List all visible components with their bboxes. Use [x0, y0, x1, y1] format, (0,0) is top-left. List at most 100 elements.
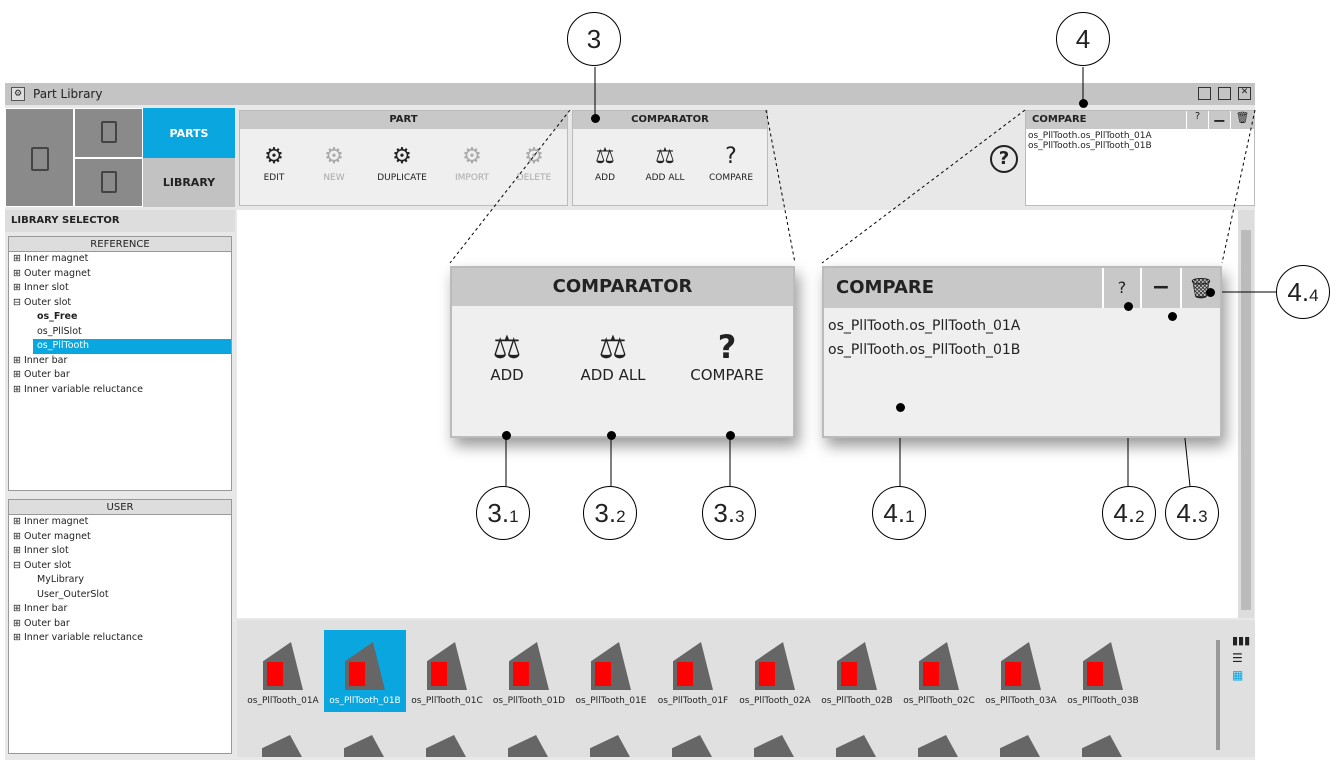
grid-view-icon[interactable]: ▦ [1232, 668, 1244, 682]
part-thumbnail[interactable]: os_PllTooth_01F [652, 630, 734, 712]
reference-tree[interactable]: REFERENCE ⊞ Inner magnet ⊞ Outer magnet … [8, 236, 232, 491]
compare-list[interactable]: os_PllTooth.os_PllTooth_01A os_PllTooth.… [1026, 129, 1254, 153]
compare-zoom-title: COMPARE [824, 268, 1220, 308]
tree-item-selected[interactable]: os_PllTooth [33, 339, 231, 354]
trash-icon[interactable]: 🗑 [1180, 268, 1220, 308]
tree-item[interactable]: ⊞ Inner bar [13, 603, 68, 614]
tree-item[interactable]: ⊞ Inner variable reluctance [13, 632, 144, 643]
tab-library[interactable]: LIBRARY [143, 158, 235, 207]
import-icon: ⚙ [462, 144, 482, 169]
user-tree[interactable]: USER ⊞ Inner magnet ⊞ Outer magnet ⊞ Inn… [8, 499, 232, 754]
add-button[interactable]: ⚖ADD [575, 141, 635, 183]
new-button[interactable]: ⚙NEW [304, 141, 364, 183]
callout-dot [1079, 99, 1088, 108]
add-zoom-button[interactable]: ⚖ADD [472, 328, 542, 384]
comparator-title: COMPARATOR [573, 111, 767, 129]
edit-button[interactable]: ⚙EDIT [244, 141, 304, 183]
tree-item[interactable]: ⊞ Outer magnet [13, 530, 91, 542]
duplicate-button[interactable]: ⚙DUPLICATE [372, 141, 432, 183]
callout-3: 3 [567, 12, 621, 66]
import-library-button[interactable] [74, 158, 143, 207]
tree-item[interactable]: ⊞ Inner variable reluctance [13, 383, 144, 395]
compare-selected-icon[interactable]: ? [1102, 268, 1140, 308]
maximize-button[interactable] [1218, 87, 1231, 100]
part-thumbnail[interactable]: os_PllTooth_01C [406, 630, 488, 712]
part-thumbnail[interactable]: os_PllTooth_02B [816, 630, 898, 712]
comparator-zoom-title: COMPARATOR [452, 268, 793, 306]
compare-item[interactable]: os_PllTooth.os_PllTooth_01B [828, 342, 1021, 358]
callout-4-3: 4.3 [1165, 486, 1219, 540]
compare-item[interactable]: os_PllTooth.os_PllTooth_01B [1028, 141, 1152, 151]
part-thumbnail[interactable]: os_PllTooth_01B [324, 630, 406, 712]
compare-button[interactable]: ?COMPARE [701, 141, 761, 183]
compare-zoom: COMPARE ? − 🗑 os_PllTooth.os_PllTooth_01… [822, 266, 1222, 438]
title-bar: ⚙ Part Library ✕ [5, 83, 1255, 105]
thumbnail-label: os_PllTooth_03B [1067, 696, 1139, 706]
tree-item[interactable]: ⊞ Inner magnet [13, 253, 89, 264]
main-scrollbar[interactable] [1238, 210, 1254, 618]
add-icon: ⚖ [492, 328, 522, 366]
callout-dot [726, 431, 735, 440]
close-button[interactable]: ✕ [1238, 87, 1251, 100]
tree-item[interactable]: os_PllSlot [37, 325, 82, 337]
remove-button[interactable]: − [1208, 111, 1230, 130]
compare-icon: ? [725, 144, 737, 169]
part-thumbnail[interactable]: os_PllTooth_03A [980, 630, 1062, 712]
comparator-group: COMPARATOR ⚖ADD ⚖ADD ALL ?COMPARE [572, 110, 768, 206]
part-thumbnail[interactable]: os_PllTooth_01E [570, 630, 652, 712]
minus-icon[interactable]: − [1140, 268, 1180, 308]
gallery-scrollbar[interactable] [1216, 640, 1220, 750]
add-all-icon: ⚖ [598, 328, 628, 366]
compare-icon: ? [717, 328, 737, 366]
help-icon[interactable]: ? [990, 145, 1018, 173]
compare-item[interactable]: os_PllTooth.os_PllTooth_01A [828, 318, 1021, 334]
minimize-button[interactable] [1198, 87, 1211, 100]
new-library-button[interactable] [74, 108, 143, 158]
compare-zoom-button[interactable]: ?COMPARE [682, 328, 772, 384]
thumbnail-label: os_PllTooth_01C [411, 696, 483, 706]
list-view-icon[interactable]: ☰ [1232, 651, 1243, 665]
import-button[interactable]: ⚙IMPORT [442, 141, 502, 183]
tab-parts[interactable]: PARTS [143, 108, 235, 158]
callout-dot [896, 403, 905, 412]
tree-item[interactable]: ⊞ Inner slot [13, 282, 69, 293]
thumbnail-label: os_PllTooth_01F [657, 696, 729, 706]
tree-item[interactable]: ⊟ Outer slot [13, 296, 72, 308]
trash-icon[interactable]: 🗑 [1230, 111, 1254, 129]
reference-title: REFERENCE [9, 237, 231, 252]
thumbnail-label: os_PllTooth_01B [329, 696, 401, 706]
tree-item[interactable]: os_Free [37, 311, 78, 322]
tree-item[interactable]: ⊞ Inner magnet [13, 516, 89, 527]
callout-dot [1168, 312, 1177, 321]
callout-4-1: 4.1 [872, 486, 926, 540]
tree-item[interactable]: MyLibrary [37, 574, 85, 585]
compare-item[interactable]: os_PllTooth.os_PllTooth_01A [1028, 131, 1152, 141]
tree-item[interactable]: User_OuterSlot [37, 588, 109, 600]
filmstrip-view-icon[interactable]: ▮▮▮ [1232, 634, 1251, 647]
library-selector-title: LIBRARY SELECTOR [5, 210, 235, 232]
tree-item[interactable]: ⊟ Outer slot [13, 559, 72, 571]
duplicate-icon: ⚙ [392, 144, 412, 169]
part-thumbnail[interactable]: os_PllTooth_02C [898, 630, 980, 712]
tree-item[interactable]: ⊞ Outer bar [13, 369, 70, 380]
part-thumbnail[interactable]: os_PllTooth_03B [1062, 630, 1144, 712]
add-all-zoom-button[interactable]: ⚖ADD ALL [570, 328, 656, 384]
part-thumbnail[interactable]: os_PllTooth_02A [734, 630, 816, 712]
tree-item[interactable]: ⊞ Inner bar [13, 354, 68, 366]
user-title: USER [9, 500, 231, 515]
compare-selected-button[interactable]: ? [1186, 111, 1208, 129]
tree-item[interactable]: ⊞ Inner slot [13, 545, 69, 556]
part-thumbnail[interactable]: os_PllTooth_01D [488, 630, 570, 712]
tree-item[interactable]: ⊞ Outer magnet [13, 267, 91, 279]
tree-item[interactable]: ⊞ Outer bar [13, 617, 70, 629]
add-all-button[interactable]: ⚖ADD ALL [635, 141, 695, 183]
part-group-title: PART [240, 111, 567, 129]
comparator-zoom: COMPARATOR ⚖ADD ⚖ADD ALL ?COMPARE [450, 266, 795, 438]
callout-dot [502, 431, 511, 440]
compare-zoom-list[interactable]: os_PllTooth.os_PllTooth_01A os_PllTooth.… [824, 308, 1220, 368]
callout-4: 4 [1056, 12, 1110, 66]
favorite-library-button[interactable] [5, 108, 74, 207]
thumbnail-label: os_PllTooth_01E [575, 696, 647, 706]
part-thumbnail[interactable]: os_PllTooth_01A [242, 630, 324, 712]
edit-icon: ⚙ [264, 144, 284, 169]
